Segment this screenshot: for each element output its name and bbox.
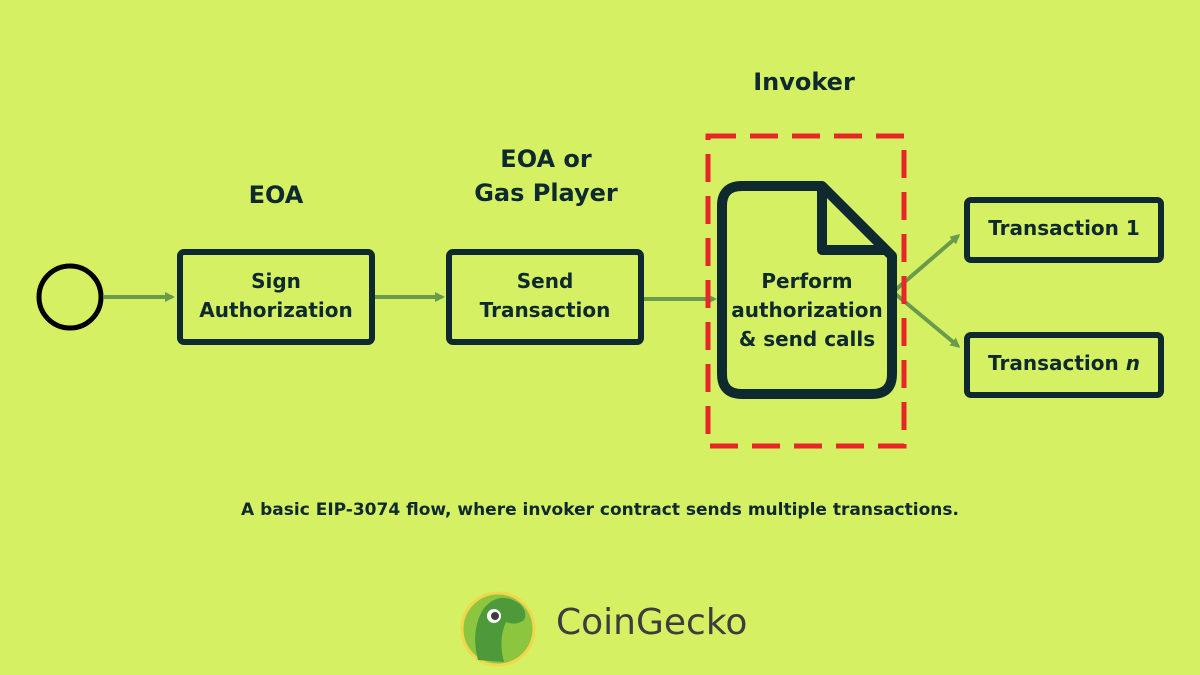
invoker-document-icon [717,181,897,399]
invoker-dashed-boundary [705,133,907,449]
transaction-n-prefix: Transaction [988,351,1126,375]
diagram-caption: A basic EIP-3074 flow, where invoker con… [241,500,959,520]
transaction-1-label: Transaction 1 [988,216,1140,240]
start-event-circle [36,263,104,331]
transaction-n-label: Transaction n [967,349,1161,378]
transaction-1-box [964,197,1164,263]
perform-authorization-label: Perform authorization & send calls [731,269,883,351]
eoa-or-gas-player-heading: EOA or Gas Player [474,145,618,207]
transaction-n-variable: n [1125,351,1140,375]
send-transaction-label: Send Transaction [479,269,611,322]
brand-name: CoinGecko [556,602,748,643]
sign-authorization-box [177,249,375,345]
document-fold-corner [817,186,888,255]
eoa-heading: EOA [248,181,304,209]
sign-authorization-label: Sign Authorization [199,269,353,322]
invoker-heading: Invoker [753,68,855,96]
gecko-logo-icon [460,591,536,667]
transaction-n-box [964,332,1164,398]
send-transaction-box [446,249,644,345]
